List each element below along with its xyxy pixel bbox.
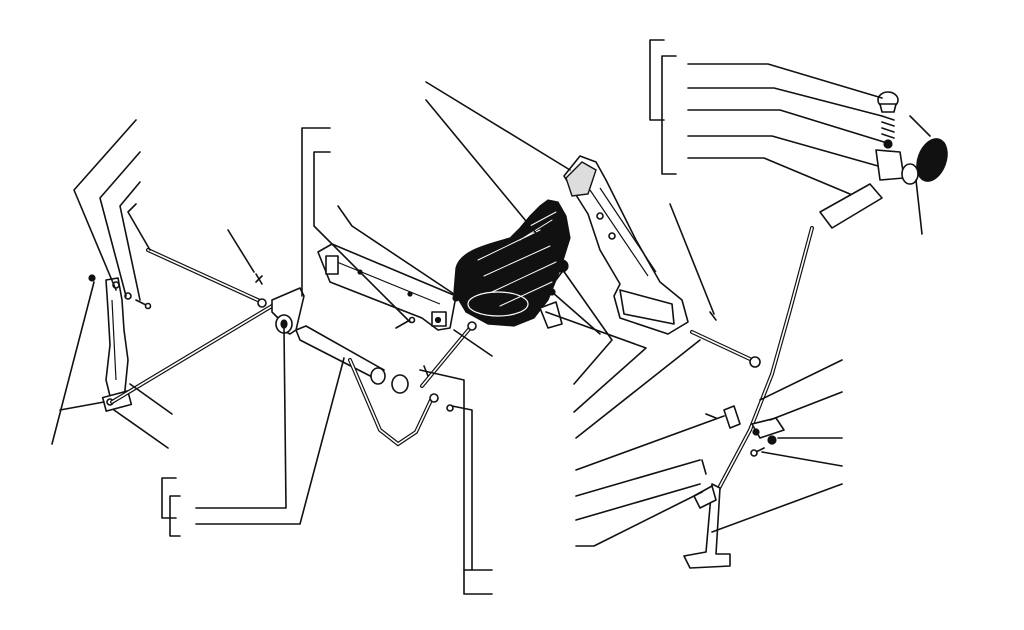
spring	[881, 115, 895, 139]
shaft-bushing	[391, 374, 409, 394]
gear-lever-knob-icon	[916, 138, 948, 182]
clevis-clip	[723, 405, 741, 429]
cotter-pin	[705, 413, 717, 419]
gear-lever-housing	[563, 155, 689, 335]
support-bracket	[317, 243, 457, 331]
upper-long-rod	[146, 248, 267, 308]
pedal-icon	[683, 483, 731, 569]
lock-washer	[429, 393, 439, 403]
boot-clip	[539, 301, 563, 329]
small-pin	[709, 311, 717, 321]
spring-washer	[883, 139, 893, 149]
long-bolt	[690, 330, 761, 368]
split-pin	[701, 459, 707, 475]
mounting-nut	[767, 435, 777, 445]
small-nut	[88, 274, 96, 282]
rubber-boot	[453, 199, 571, 327]
leader-lines	[51, 39, 931, 595]
lever-head	[875, 149, 905, 181]
small-washer	[124, 292, 132, 300]
diagonal-connecting-rod	[110, 292, 294, 404]
spring-clip	[255, 273, 263, 285]
left-linkage-assembly	[88, 243, 477, 447]
bracket-screw	[395, 319, 411, 329]
right-small-parts	[701, 405, 785, 475]
lever-rod	[716, 226, 814, 492]
cross-shaft	[295, 325, 434, 447]
lever-shaft-sleeve	[819, 183, 883, 229]
gear-lever	[683, 91, 948, 569]
